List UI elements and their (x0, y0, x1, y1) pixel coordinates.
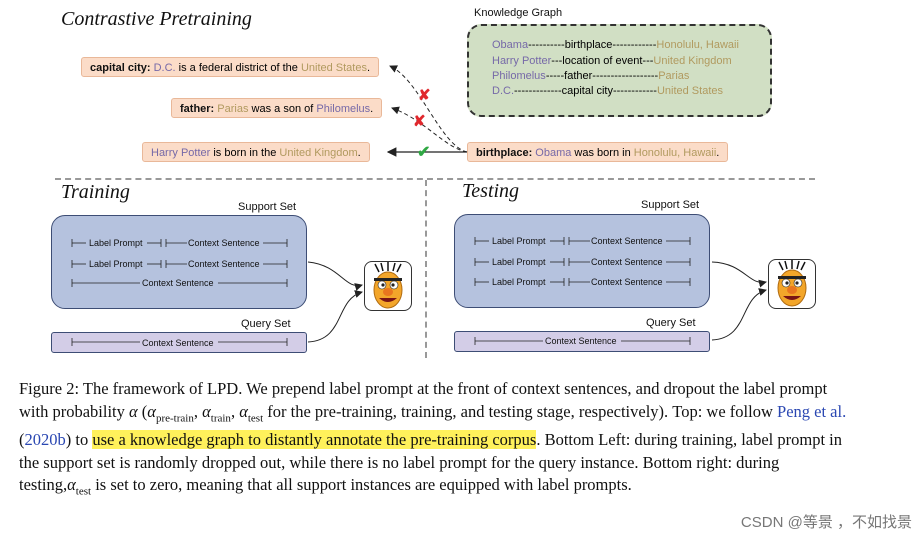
label-prompt-tag: Label Prompt (492, 277, 546, 287)
training-title: Training (61, 181, 130, 203)
label-prompt-tag: Label Prompt (89, 238, 143, 248)
context-sentence-tag: Context Sentence (188, 238, 260, 248)
vertical-divider (425, 180, 427, 358)
contrastive-pretraining-title: Contrastive Pretraining (61, 8, 252, 30)
label-prompt-tag: Label Prompt (89, 259, 143, 269)
kg-relation: capital city (561, 85, 613, 97)
training-support-set-label: Support Set (238, 201, 297, 213)
training-query-set-box (51, 332, 307, 353)
training-arrows (307, 261, 363, 343)
context-sentence-tag: Context Sentence (591, 236, 663, 246)
contrastive-arrows (386, 65, 468, 157)
kg-relation: birthplace (564, 39, 613, 51)
kg-tail: Parias (658, 70, 690, 82)
testing-arrows (711, 261, 767, 341)
sentence-birthplace: birthplace: Obama was born in Honolulu, … (467, 142, 729, 162)
kg-relation: father (564, 70, 593, 82)
kg-tail: United States (656, 85, 723, 97)
figure-caption: Figure 2: The framework of LPD. We prepe… (19, 379, 847, 498)
kg-row: D.C.-------------capital city-----------… (492, 85, 723, 97)
context-sentence-tag: Context Sentence (591, 257, 663, 267)
testing-support-set-box (454, 214, 710, 308)
context-sentence-tag: Context Sentence (188, 259, 260, 269)
kg-row: Harry Potter---location of event---Unite… (492, 55, 732, 67)
knowledge-graph-box (467, 24, 772, 117)
context-sentence-tag: Context Sentence (142, 278, 214, 288)
training-query-set-label: Query Set (241, 318, 291, 330)
training-support-set-box (51, 215, 307, 309)
arrow-to-father (391, 106, 468, 153)
kg-head: Obama (492, 39, 529, 51)
testing-query-set-label: Query Set (646, 317, 696, 329)
training-query-lines (71, 338, 288, 346)
watermark: CSDN @等景 ，不如找景 (740, 514, 912, 531)
cross-mark-icon: ✘ (413, 113, 426, 130)
testing-query-set-box (454, 331, 710, 352)
testing-query-lines (474, 337, 691, 345)
label-prompt-tag: Label Prompt (492, 236, 546, 246)
kg-tail: Honolulu, Hawaii (656, 39, 739, 51)
sentence-capital-city: capital city: D.C. is a federal district… (81, 57, 380, 77)
sentence-father: father: Parias was a son of Philomelus. (171, 98, 383, 118)
highlighted-text: use a knowledge graph to distantly annot… (92, 430, 537, 450)
bert-model-avatar (364, 261, 412, 311)
citation-link[interactable]: Peng et al. (777, 401, 847, 421)
check-mark-icon: ✔ (417, 144, 431, 161)
bert-model-avatar (768, 259, 816, 309)
horizontal-divider (55, 178, 815, 180)
context-sentence-tag: Context Sentence (545, 336, 617, 346)
kg-head: D.C. (492, 85, 514, 97)
kg-tail: United Kingdom (653, 55, 732, 67)
testing-title: Testing (462, 180, 520, 202)
citation-year-link[interactable]: 2020b (24, 430, 66, 450)
testing-support-set-label: Support Set (641, 199, 700, 211)
kg-row: Obama----------birthplace------------Hon… (492, 39, 739, 51)
training-support-lines (71, 239, 288, 287)
kg-relation: location of event (562, 55, 643, 67)
kg-row: Philomelus-----father------------------P… (492, 70, 690, 82)
arrow-to-capital-city (389, 65, 468, 153)
context-sentence-tag: Context Sentence (591, 277, 663, 287)
knowledge-graph-title: Knowledge Graph (474, 7, 563, 19)
kg-head: Philomelus (492, 70, 546, 82)
label-prompt-tag: Label Prompt (492, 257, 546, 267)
context-sentence-tag: Context Sentence (142, 338, 214, 348)
cross-mark-icon: ✘ (418, 87, 431, 104)
kg-head: Harry Potter (492, 55, 552, 67)
sentence-harry-potter: Harry Potter is born in the United Kingd… (142, 142, 370, 162)
testing-support-lines (474, 237, 691, 286)
